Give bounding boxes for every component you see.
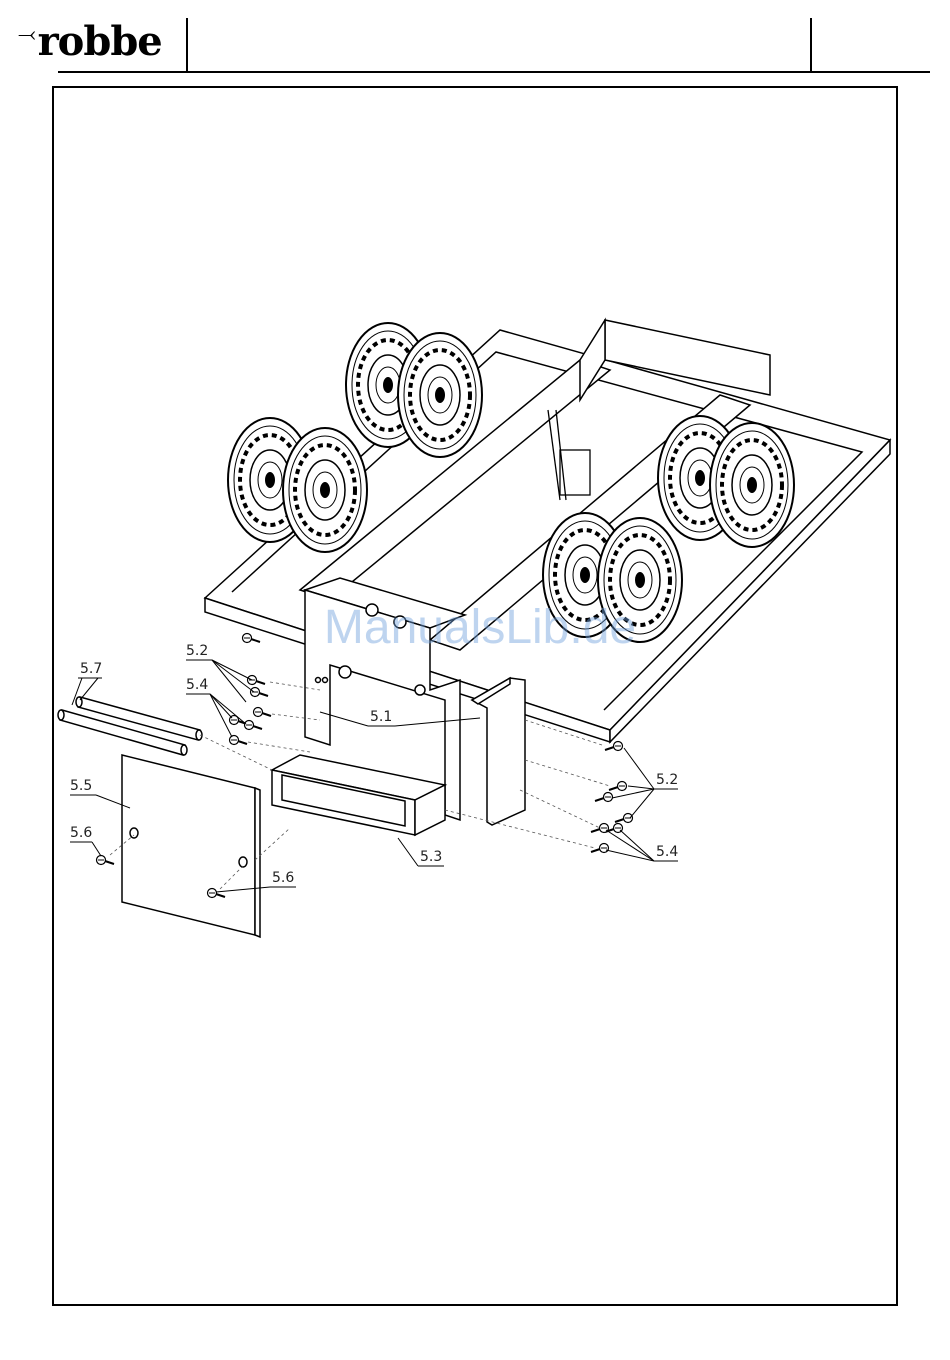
rods (58, 697, 202, 755)
callout-5-6-left: 5.6 (70, 825, 92, 841)
callout-5-4-right: 5.4 (656, 844, 678, 860)
callout-5-2-left: 5.2 (186, 643, 208, 659)
cover-plate (122, 755, 260, 937)
battery-box (272, 755, 445, 835)
callout-5-7: 5.7 (80, 661, 102, 677)
callout-5-6-bottom: 5.6 (272, 870, 294, 886)
side-plate (472, 678, 525, 825)
wheel-front-left (228, 418, 367, 552)
wheel-rear-left (346, 323, 482, 457)
callout-5-3: 5.3 (420, 849, 442, 865)
watermark: ManualsLib.de (290, 600, 670, 655)
callout-5-5: 5.5 (70, 778, 92, 794)
callout-5-1: 5.1 (370, 709, 392, 725)
callout-5-2-right: 5.2 (656, 772, 678, 788)
callout-5-4-left: 5.4 (186, 677, 208, 693)
wheel-rear-right (658, 416, 794, 547)
